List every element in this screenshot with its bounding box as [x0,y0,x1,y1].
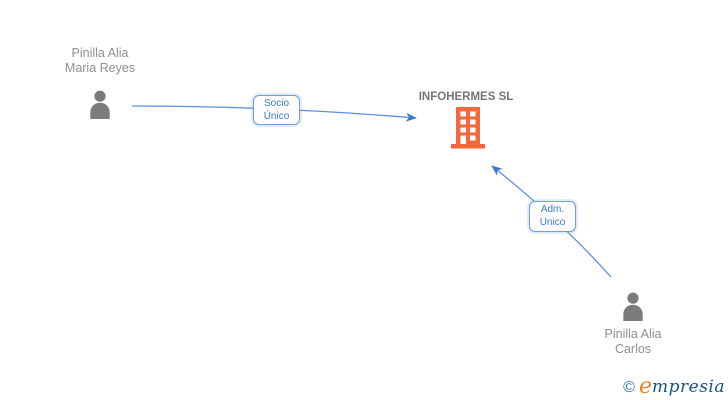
person-icon[interactable] [618,291,648,321]
person-name-pinilla-alia-maria-reyes[interactable]: Pinilla Alia Maria Reyes [64,46,136,75]
logo-letter-e: e [638,374,652,399]
empresia-logo[interactable]: © e mpresia [623,374,725,399]
person-name-pinilla-alia-carlos[interactable]: Pinilla Alia Carlos [604,327,662,356]
company-building-icon[interactable] [450,107,486,149]
logo-text: mpresia [652,377,725,397]
edge-label-adm-unico: Adm. Unico [529,201,576,232]
edge-label-socio-unico: Socio Único [253,95,300,125]
copyright-icon: © [623,379,635,396]
person-icon[interactable] [85,89,115,119]
company-name-infohermes-sl[interactable]: INFOHERMES SL [418,91,514,103]
